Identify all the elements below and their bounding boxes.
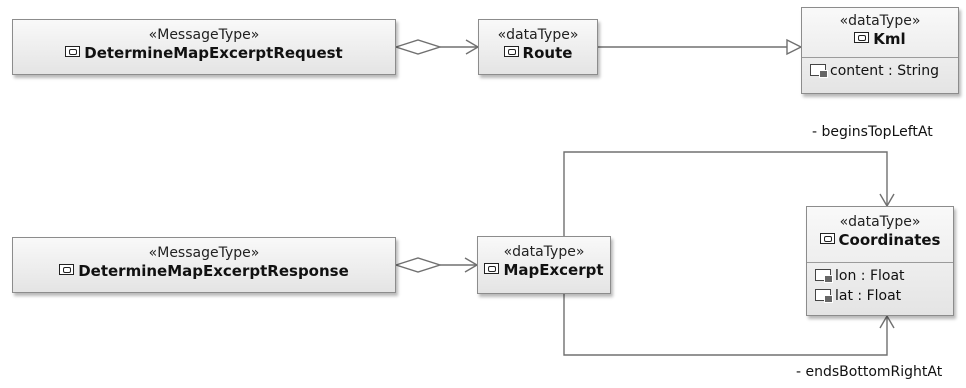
class-coordinates[interactable]: «dataType» Coordinates lon : Float lat :… xyxy=(806,206,954,316)
attribute-row[interactable]: content : String xyxy=(810,61,952,81)
class-route[interactable]: «dataType» Route xyxy=(478,19,598,75)
class-name: MapExcerpt xyxy=(478,261,610,280)
datatype-icon xyxy=(503,46,519,57)
class-name: Coordinates xyxy=(807,231,953,250)
attribute-row[interactable]: lon : Float xyxy=(815,266,947,286)
attribute-compartment: content : String xyxy=(802,57,958,84)
begins-association-line xyxy=(563,151,888,236)
class-determine-map-excerpt-response[interactable]: «MessageType» DetermineMapExcerptRespons… xyxy=(12,237,396,293)
arrowhead xyxy=(879,314,895,329)
stereotype-label: «dataType» xyxy=(839,13,921,29)
stereotype-label: «MessageType» xyxy=(148,245,260,261)
attribute-compartment: lon : Float lat : Float xyxy=(807,262,953,309)
class-name: DetermineMapExcerptRequest xyxy=(13,44,395,63)
class-name: Kml xyxy=(802,30,958,49)
aggregation-diamond xyxy=(393,257,443,273)
generalization-triangle xyxy=(786,38,803,56)
datatype-icon xyxy=(59,264,75,275)
datatype-icon xyxy=(484,263,500,274)
attribute-icon xyxy=(810,64,828,78)
class-name: DetermineMapExcerptResponse xyxy=(13,262,395,281)
class-name: Route xyxy=(479,44,597,63)
datatype-icon xyxy=(819,233,835,244)
attribute-row[interactable]: lat : Float xyxy=(815,286,947,306)
stereotype-label: «dataType» xyxy=(497,27,579,43)
ends-association-line xyxy=(563,294,888,356)
aggregation-diamond xyxy=(393,39,443,55)
datatype-icon xyxy=(65,46,81,57)
attribute-icon xyxy=(815,269,833,283)
datatype-icon xyxy=(854,32,870,43)
class-map-excerpt[interactable]: «dataType» MapExcerpt xyxy=(477,236,611,294)
class-determine-map-excerpt-request[interactable]: «MessageType» DetermineMapExcerptRequest xyxy=(12,19,396,75)
role-label-ends: - endsBottomRightAt xyxy=(796,364,943,380)
attribute-icon xyxy=(815,289,833,303)
stereotype-label: «MessageType» xyxy=(148,27,260,43)
class-kml[interactable]: «dataType» Kml content : String xyxy=(801,7,959,94)
stereotype-label: «dataType» xyxy=(503,244,585,260)
stereotype-label: «dataType» xyxy=(839,214,921,230)
role-label-begins: - beginsTopLeftAt xyxy=(812,124,933,140)
